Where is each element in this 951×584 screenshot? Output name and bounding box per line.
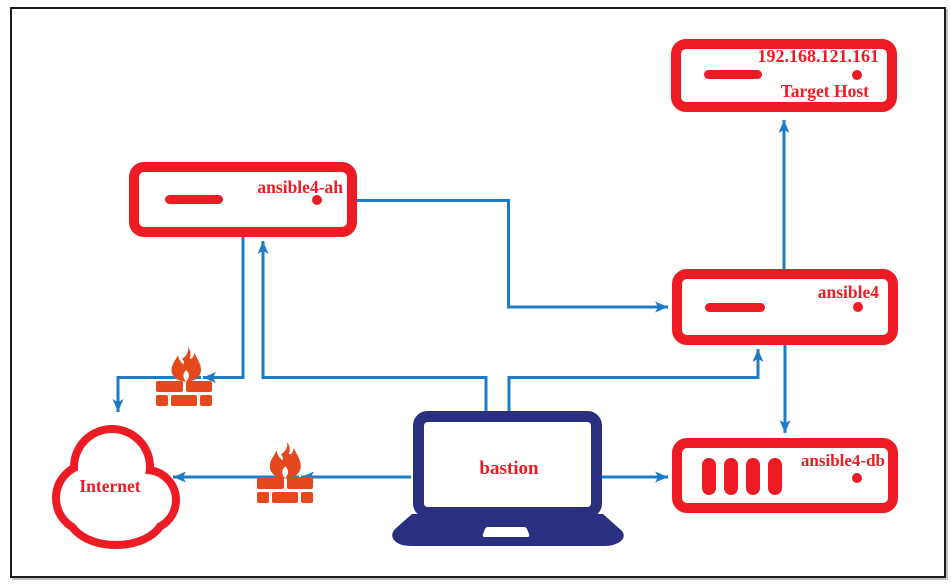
bastion-label: bastion xyxy=(479,458,539,479)
flame-icon xyxy=(171,347,201,382)
internet-label: Internet xyxy=(79,476,141,496)
arrow-bastion-to-ansible4-ah xyxy=(257,241,488,413)
node-ansible4-ah: ansible4-ah xyxy=(129,162,357,237)
ansible4-db-label: ansible4-db xyxy=(800,451,885,470)
brick-wall-icon xyxy=(156,381,212,406)
brick-wall-icon xyxy=(257,477,313,503)
server-icon: ansible4 xyxy=(682,279,888,335)
target-host-ip: 192.168.121.161 xyxy=(757,46,880,66)
db-slot-icon xyxy=(768,458,782,495)
target-host-label: Target Host xyxy=(780,81,869,101)
flame-icon xyxy=(269,442,301,479)
arrow-bastion-to-ansible4 xyxy=(507,349,764,413)
laptop-trackpad-notch xyxy=(482,527,530,537)
server-icon: ansible4-ah xyxy=(139,172,347,227)
server-led-dot-icon xyxy=(852,70,862,80)
connections xyxy=(112,120,791,483)
ansible4-ah-label: ansible4-ah xyxy=(257,177,343,197)
node-ansible4: ansible4 xyxy=(672,269,898,345)
server-led-dot-icon xyxy=(312,195,322,205)
server-icon: 192.168.121.161 Target Host xyxy=(681,46,887,102)
diagram-border-frame xyxy=(10,7,946,578)
db-slot-icon xyxy=(702,458,716,495)
internet-cloud-icon xyxy=(52,425,180,549)
arrow-ansible4-ah-to-ansible4 xyxy=(357,199,668,313)
server-led-dot-icon xyxy=(853,302,863,312)
server-led-bar-icon xyxy=(165,195,223,204)
arrow-ansible4-ah-to-firewall1 xyxy=(203,237,245,383)
db-slot-icon xyxy=(724,458,738,495)
laptop-icon xyxy=(392,411,624,546)
node-target-host: 192.168.121.161 Target Host xyxy=(671,39,897,112)
server-led-bar-icon xyxy=(704,70,762,79)
db-slot-icon xyxy=(746,458,760,495)
laptop-screen xyxy=(413,411,602,518)
ansible4-label: ansible4 xyxy=(817,282,879,302)
arrow-firewall1-to-internet xyxy=(112,376,201,412)
server-led-bar-icon xyxy=(705,303,765,312)
database-server-icon: ansible4-db xyxy=(682,448,888,503)
server-led-dot-icon xyxy=(852,473,862,483)
firewall-icon xyxy=(257,442,313,503)
firewall-icon xyxy=(156,347,212,406)
node-ansible4-db: ansible4-db xyxy=(672,438,898,513)
